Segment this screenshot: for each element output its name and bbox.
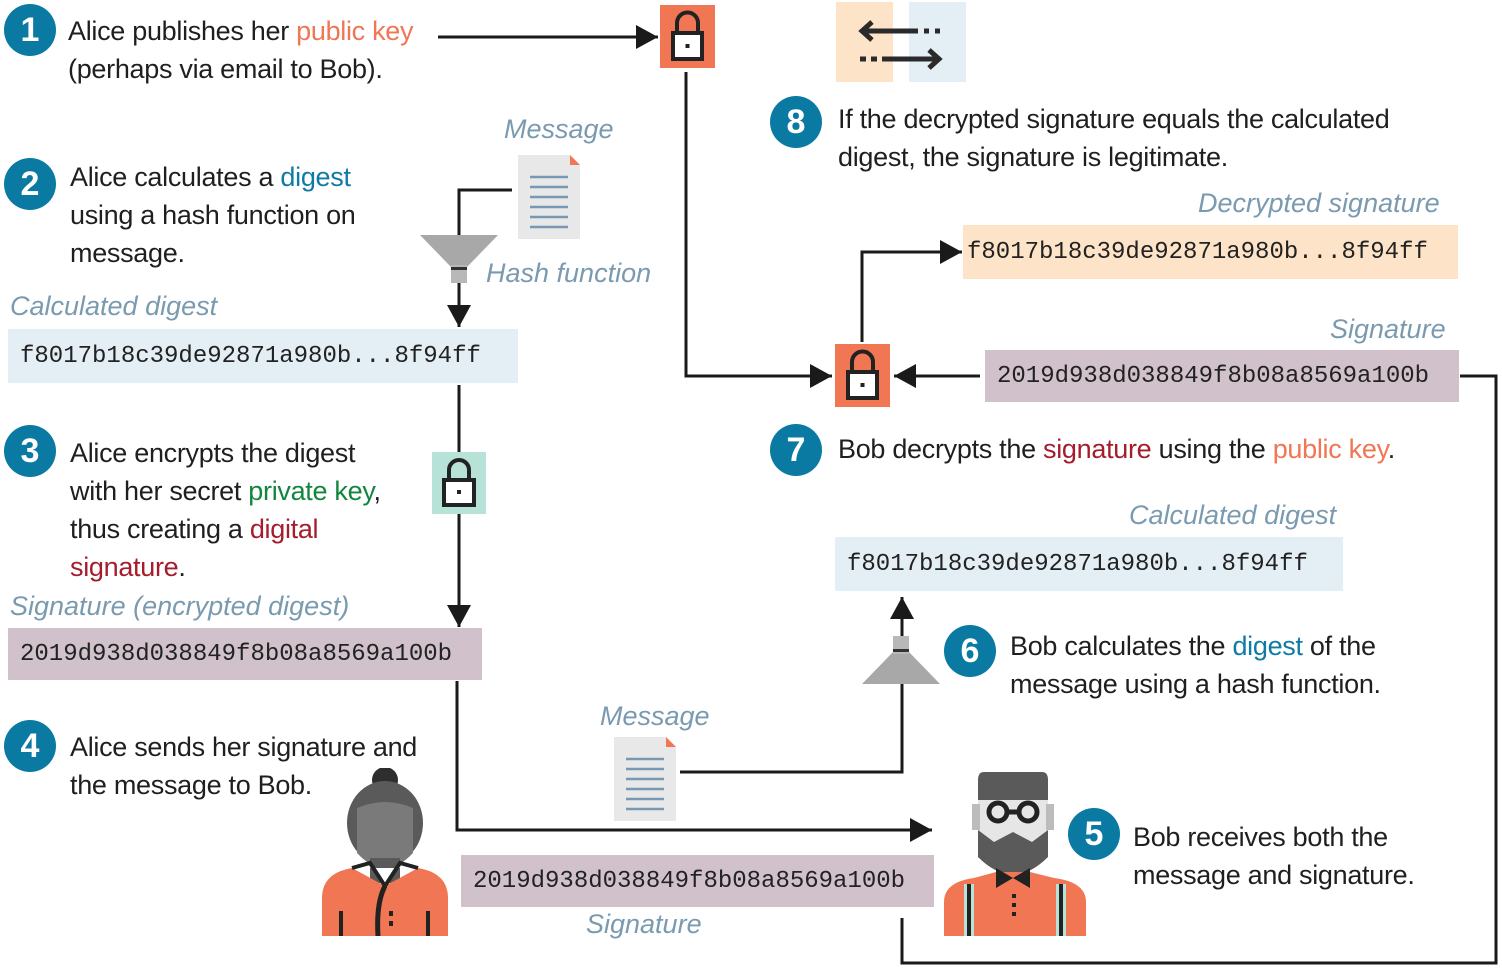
step-2-text: Alice calculates a digest using a hash fu… bbox=[70, 158, 356, 272]
arrow-key-to-decrypt bbox=[684, 72, 832, 388]
step-badge-8: 8 bbox=[770, 96, 822, 148]
hash-funnel-icon-bottom bbox=[862, 634, 940, 684]
line-message-to-hash-bob bbox=[680, 684, 904, 774]
decrypt-lock-icon bbox=[835, 344, 890, 407]
step-text-fragment: Bob receives both the bbox=[1133, 822, 1388, 852]
document-icon-top bbox=[518, 155, 580, 239]
step-6-text: Bob calculates the digest of the message … bbox=[1010, 627, 1381, 703]
step-text-fragment: Alice encrypts the digest bbox=[70, 438, 356, 468]
step-text-fragment: thus creating a bbox=[70, 514, 250, 544]
step-badge-5: 5 bbox=[1068, 808, 1120, 860]
step-badge-1: 1 bbox=[4, 4, 56, 56]
step-text-fragment: , bbox=[373, 476, 382, 506]
step-text-fragment: Bob decrypts the bbox=[838, 434, 1044, 464]
step-badge-3: 3 bbox=[4, 425, 56, 477]
calculated-digest-box-right: f8017b18c39de92871a980b...8f94ff bbox=[835, 537, 1343, 591]
line-bob-to-signature bbox=[900, 374, 1498, 965]
step-badge-4: 4 bbox=[4, 720, 56, 772]
step-text-fragment: . bbox=[1387, 434, 1396, 464]
calculated-digest-box-left: f8017b18c39de92871a980b...8f94ff bbox=[8, 329, 518, 383]
bob-person-icon bbox=[944, 772, 1086, 936]
document-icon-bottom bbox=[614, 737, 676, 821]
label-calculated-digest-left: Calculated digest bbox=[10, 291, 218, 321]
step-4-text: Alice sends her signature and the message… bbox=[70, 728, 417, 804]
step-text-fragment: using the bbox=[1151, 434, 1273, 464]
highlight-term: signature bbox=[1043, 434, 1152, 464]
step-text-fragment: message using a hash function. bbox=[1010, 669, 1381, 699]
step-text-fragment: of the bbox=[1302, 631, 1376, 661]
label-signature-bottom: Signature bbox=[586, 909, 702, 939]
step-badge-2: 2 bbox=[4, 158, 56, 210]
decrypted-signature-box: f8017b18c39de92871a980b...8f94ff bbox=[963, 225, 1458, 279]
step-badge-7: 7 bbox=[770, 424, 822, 476]
highlight-term: digest bbox=[1232, 631, 1303, 661]
label-signature-encrypted: Signature (encrypted digest) bbox=[10, 591, 350, 621]
private-key-lock-icon bbox=[432, 452, 486, 514]
label-message-top: Message bbox=[504, 114, 614, 144]
signature-box-left: 2019d938d038849f8b08a8569a100b bbox=[8, 628, 482, 680]
highlight-term: public key bbox=[296, 16, 414, 46]
label-calculated-digest-right: Calculated digest bbox=[1129, 500, 1337, 530]
step-3-text: Alice encrypts the digest with her secret… bbox=[70, 434, 381, 586]
step-text-fragment: Bob calculates the bbox=[1010, 631, 1233, 661]
step-text-fragment: Alice sends her signature and bbox=[70, 732, 418, 762]
label-decrypted-signature: Decrypted signature bbox=[1198, 188, 1440, 218]
step-text-fragment: Alice publishes her bbox=[68, 16, 297, 46]
step-text-fragment: with her secret bbox=[70, 476, 249, 506]
step-text-fragment: (perhaps via email to Bob). bbox=[68, 54, 383, 84]
step-text-fragment: If the decrypted signature equals the ca… bbox=[838, 104, 1390, 134]
highlight-term: digital bbox=[249, 514, 319, 544]
step-text-fragment: . bbox=[178, 552, 186, 582]
step-badge-6: 6 bbox=[944, 625, 996, 677]
public-key-lock-icon bbox=[660, 5, 715, 68]
highlight-term: private key bbox=[248, 476, 374, 506]
signature-box-bottom: 2019d938d038849f8b08a8569a100b bbox=[461, 855, 934, 907]
hash-funnel-icon-top bbox=[420, 235, 498, 285]
step-text-fragment: message and signature. bbox=[1133, 860, 1415, 890]
alice-person-icon bbox=[322, 767, 448, 937]
arrow-to-bob bbox=[455, 681, 932, 842]
step-1-text: Alice publishes her public key (perhaps v… bbox=[68, 12, 414, 88]
step-text-fragment: digest, the signature is legitimate. bbox=[838, 142, 1228, 172]
highlight-term: signature bbox=[70, 552, 179, 582]
line-message-to-hash bbox=[457, 188, 512, 238]
label-message-bottom: Message bbox=[600, 701, 710, 731]
compare-arrows-icon bbox=[836, 2, 966, 82]
highlight-term: public key bbox=[1272, 434, 1388, 464]
step-7-text: Bob decrypts the signature using the pub… bbox=[838, 430, 1395, 468]
step-text-fragment: Alice calculates a bbox=[70, 162, 281, 192]
highlight-term: digest bbox=[280, 162, 351, 192]
signature-box-right: 2019d938d038849f8b08a8569a100b bbox=[985, 350, 1459, 402]
arrow-lock-to-decrypted bbox=[860, 240, 962, 342]
label-hash-function: Hash function bbox=[486, 258, 652, 288]
step-5-text: Bob receives both the message and signatu… bbox=[1133, 818, 1415, 894]
step-text-fragment: using a hash function on bbox=[70, 200, 356, 230]
step-text-fragment: the message to Bob. bbox=[70, 770, 312, 800]
label-signature-right: Signature bbox=[1330, 314, 1446, 344]
step-8-text: If the decrypted signature equals the ca… bbox=[838, 100, 1390, 176]
step-text-fragment: message. bbox=[70, 238, 185, 268]
